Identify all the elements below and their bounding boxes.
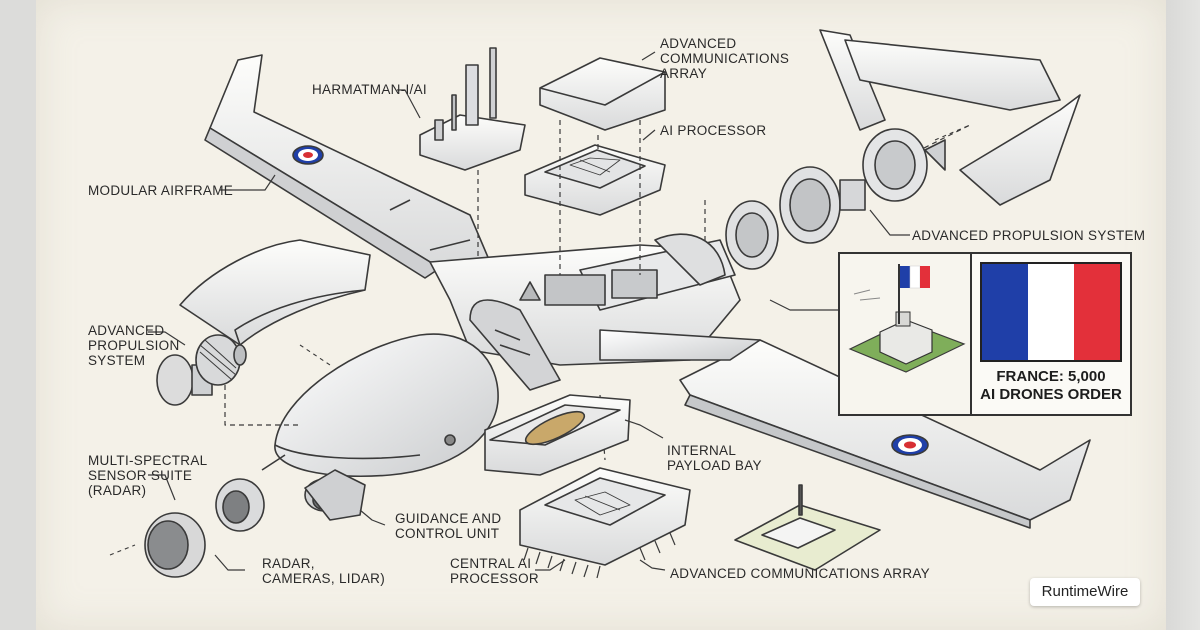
label-modular-airframe: MODULAR AIRFRAME: [88, 183, 234, 198]
fuselage-center-section: [429, 233, 761, 391]
watermark-badge: RuntimeWire: [1030, 578, 1140, 606]
router-icon: [734, 484, 881, 571]
chip-icon: [524, 144, 666, 216]
left-wing: [204, 54, 491, 279]
fan-icon: [725, 128, 946, 270]
label-radar-cameras: RADAR, CAMERAS, LIDAR): [262, 556, 386, 586]
label-adv-comm-top: ADVANCED COMMUNICATIONS ARRAY: [660, 36, 790, 81]
guidance-unit: [304, 469, 366, 521]
flag-stripe-red: [1074, 264, 1120, 360]
callout-leaders: [148, 51, 910, 571]
dorsal-cover: [179, 239, 371, 346]
label-internal-payload: INTERNAL PAYLOAD BAY: [667, 443, 762, 473]
right-wing: [679, 339, 1091, 529]
callout-caption: FRANCE: 5,000 AI DRONES ORDER: [980, 368, 1122, 403]
label-multi-spectral: MULTI-SPECTRAL SENSOR SUITE (RADAR): [88, 453, 208, 498]
tail-fins: [819, 29, 1081, 206]
label-ai-processor: AI PROCESSOR: [660, 123, 767, 138]
right-margin-strip: [1166, 0, 1200, 630]
nose-pod: [261, 333, 499, 478]
building-scene: [838, 252, 972, 416]
building-icon: [848, 264, 966, 373]
fan-icon: [156, 334, 247, 406]
left-margin-strip: [0, 0, 36, 630]
flag-stripe-blue: [982, 264, 1028, 360]
antenna-icon: [419, 47, 526, 171]
label-adv-propulsion-left: ADVANCED PROPULSION SYSTEM: [88, 323, 180, 368]
label-central-ai: CENTRAL AI PROCESSOR: [450, 556, 539, 586]
comm-array-box: [539, 57, 666, 131]
callout-panel: FRANCE: 5,000 AI DRONES ORDER: [970, 252, 1132, 416]
payload-bay: [484, 394, 631, 476]
roundel-icon: [292, 145, 324, 165]
roundel-icon: [891, 434, 929, 456]
chip-icon: [519, 467, 691, 579]
french-flag: [980, 262, 1122, 362]
label-adv-comm-bottom: ADVANCED COMMUNICATIONS ARRAY: [670, 566, 930, 581]
label-adv-propulsion-right: ADVANCED PROPULSION SYSTEM: [912, 228, 1146, 243]
label-guidance: GUIDANCE AND CONTROL UNIT: [395, 511, 502, 541]
flag-stripe-white: [1028, 264, 1074, 360]
label-harmatman: HARMATMAN-I/AI: [312, 82, 427, 97]
